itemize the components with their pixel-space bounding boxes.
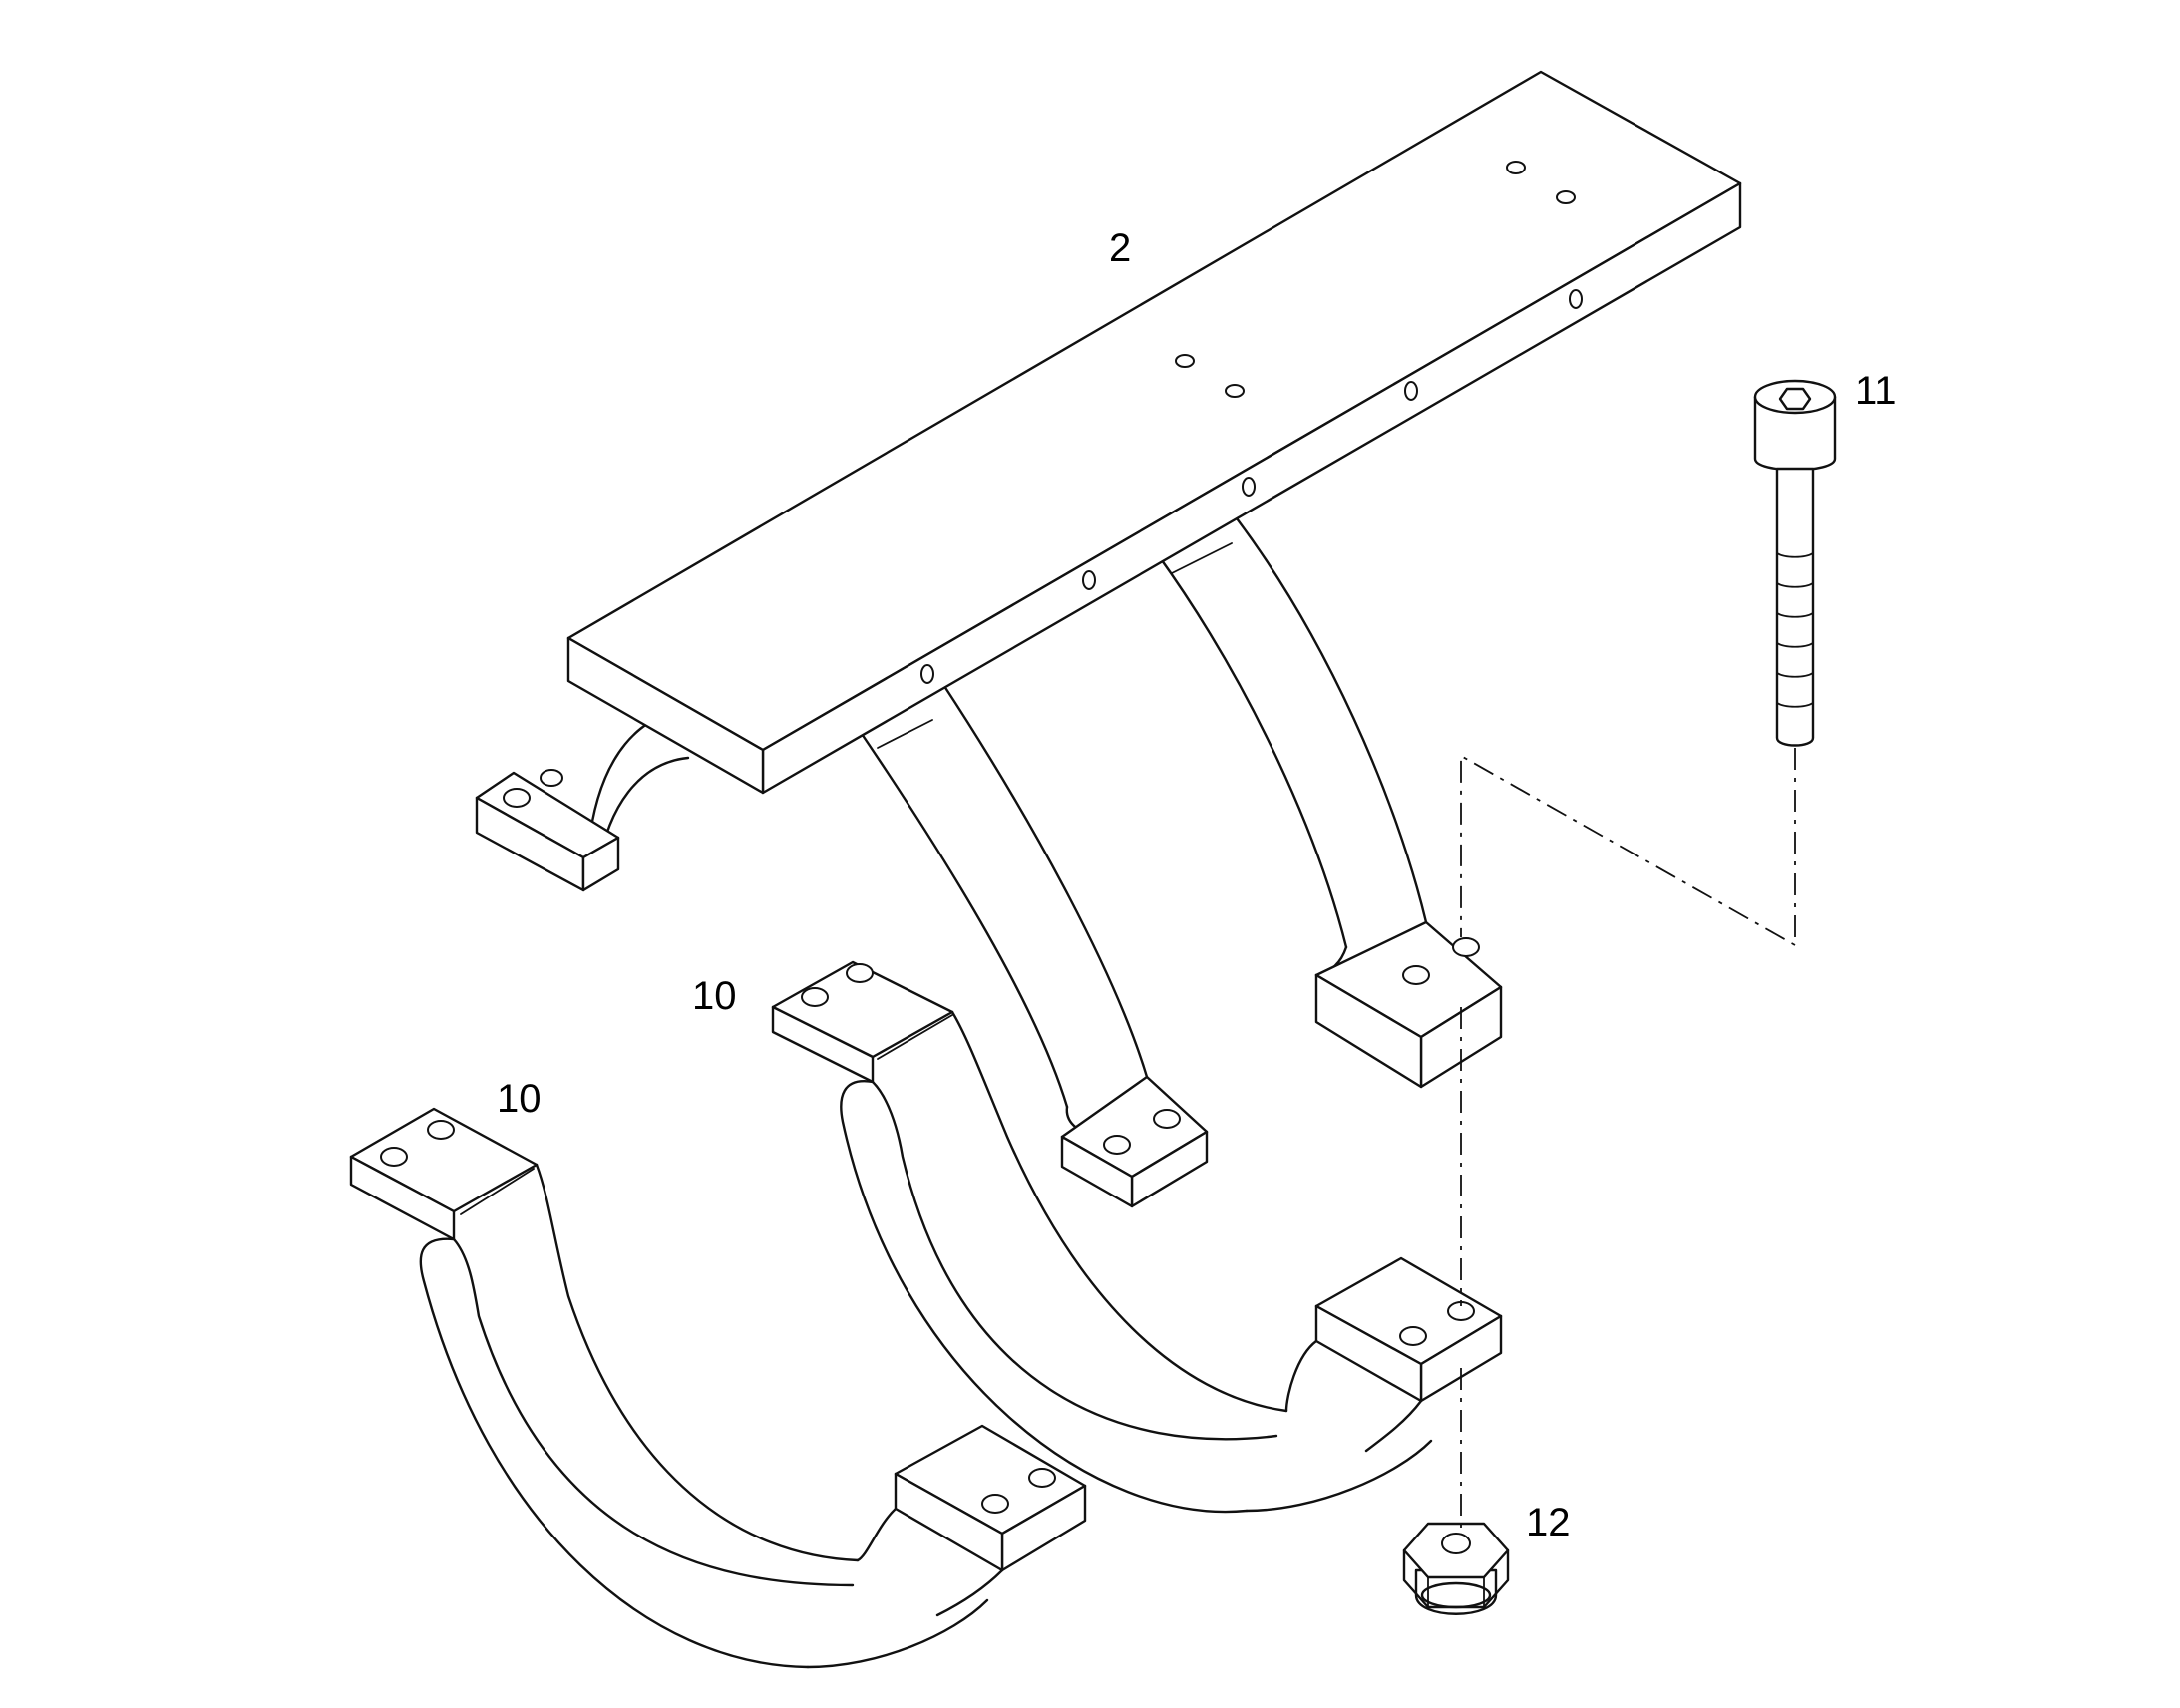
rear-strap-right [1155,516,1503,1089]
rear-strap-left-stub [475,706,705,892]
cross-beam [566,70,1742,795]
callout-strap-upper: 10 [692,974,737,1018]
callout-strap-lower: 10 [497,1077,542,1121]
beam-top-hole [1556,190,1576,204]
beam-side-hole [920,664,934,684]
callout-cross-beam: 2 [1109,226,1131,270]
strap-upper [771,960,1503,1514]
cap-screw [1753,379,1837,747]
beam-side-hole [1242,477,1256,497]
beam-top-hole [1506,161,1526,174]
callout-screw: 11 [1855,369,1897,413]
beam-side-hole [1082,570,1096,590]
beam-top-hole [1175,354,1195,368]
callout-nut: 12 [1526,1501,1571,1544]
assembly-lines [1460,748,1796,1536]
beam-top-hole [1225,384,1245,398]
strap-lower [349,1107,1087,1669]
beam-side-hole [1569,289,1583,309]
rear-strap-middle [856,681,1209,1208]
hex-nut [1402,1522,1510,1615]
beam-side-hole [1404,381,1418,401]
